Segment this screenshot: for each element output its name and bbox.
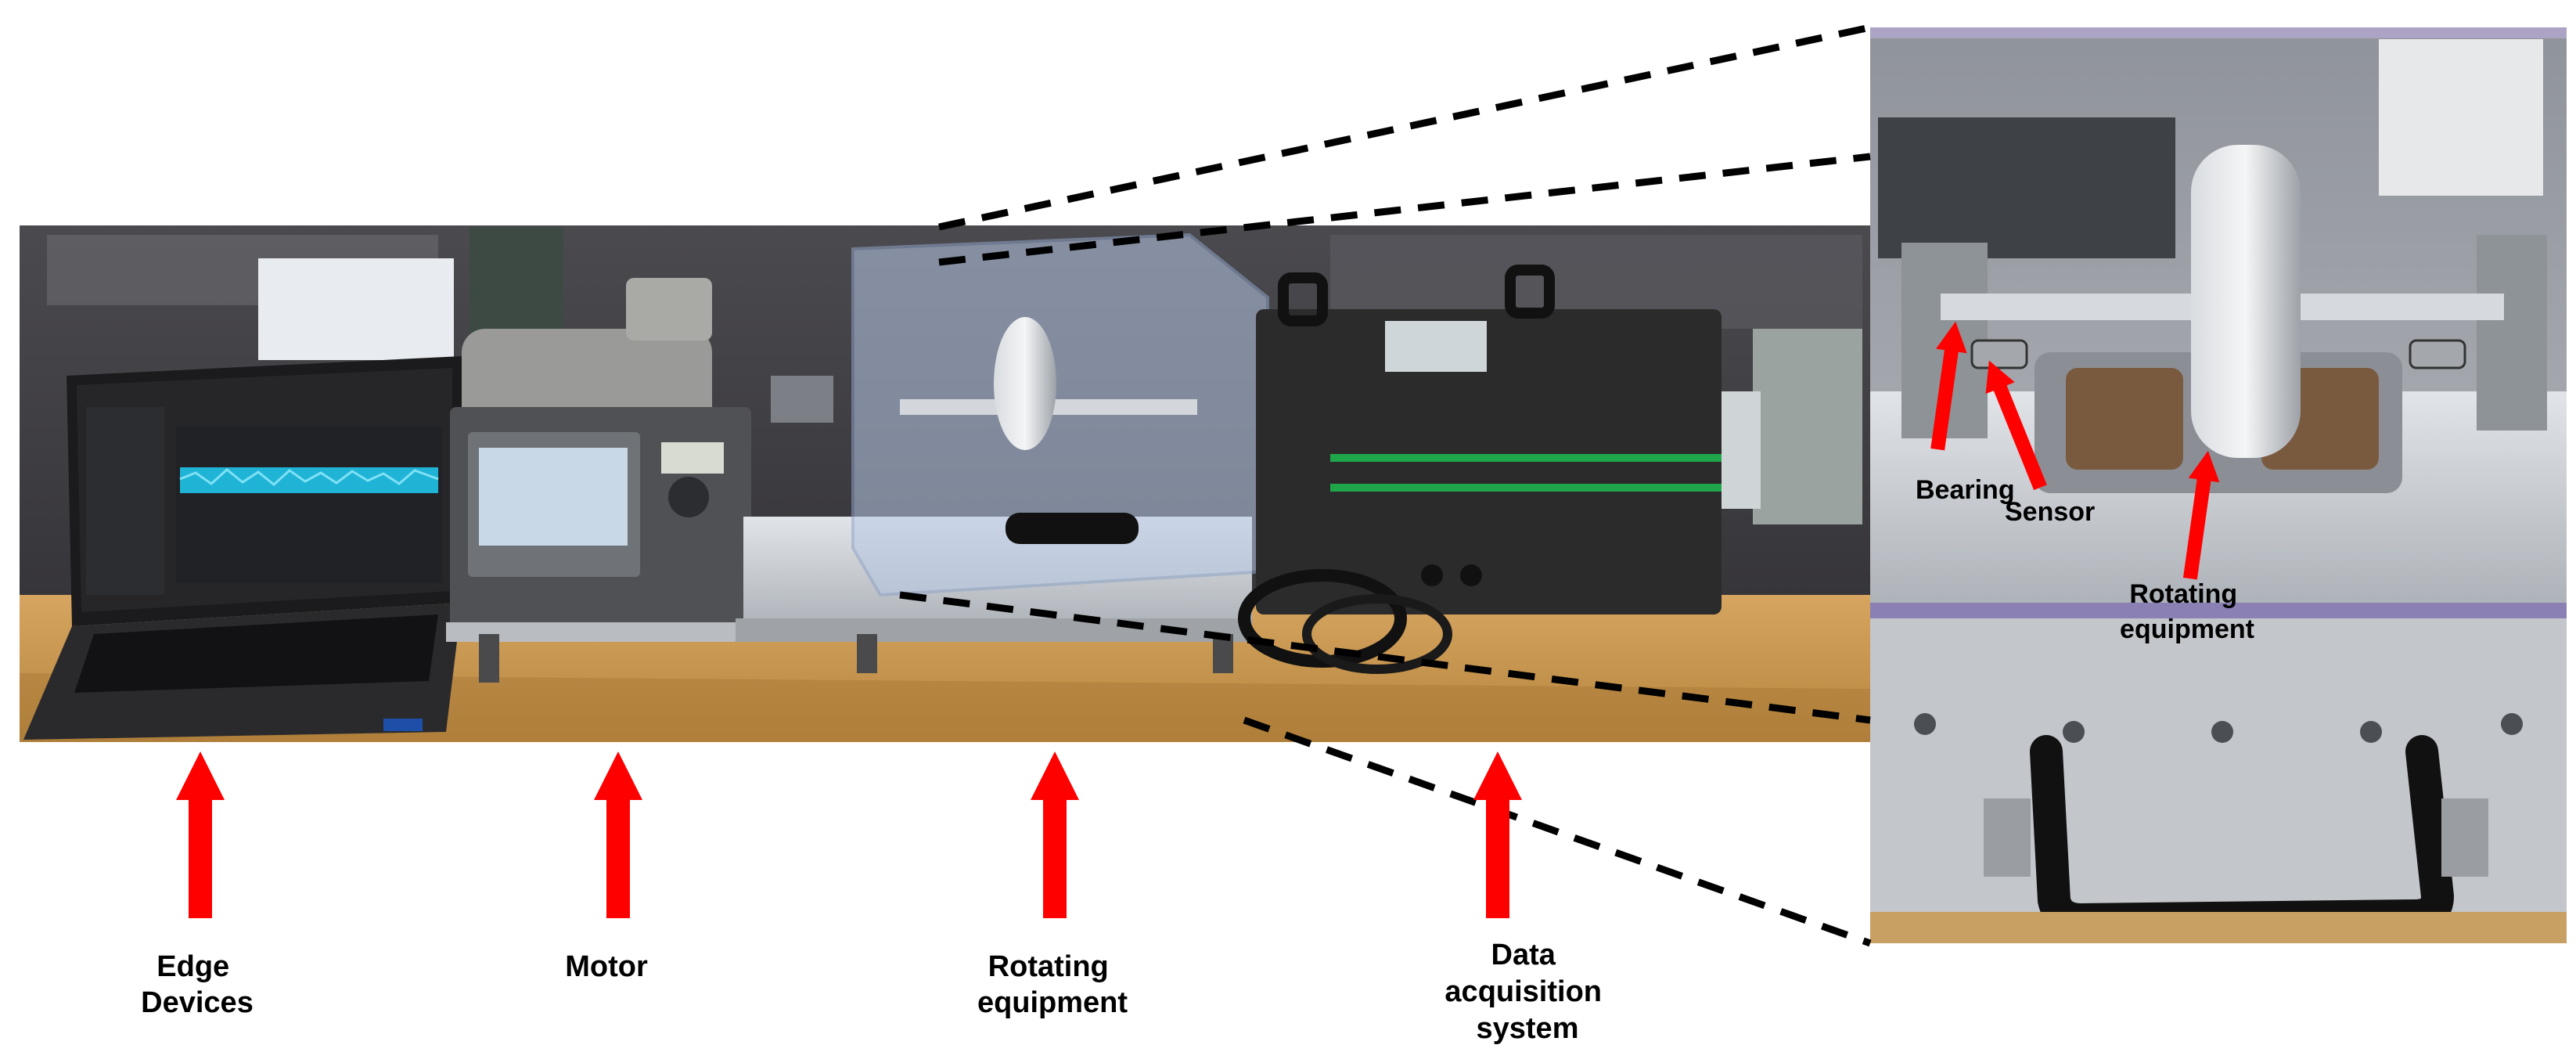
- daq-box: [1238, 265, 1722, 674]
- main-photo: [20, 225, 1870, 742]
- label-data-acquisition: Data acquisition system: [1445, 939, 1610, 1045]
- arrow-rotating-equipment-inset: [2182, 450, 2220, 580]
- label-edge-devices: Edge Devices: [141, 950, 254, 1019]
- label-sensor: Sensor: [2005, 497, 2095, 527]
- arrow-data-acquisition: [1473, 751, 1522, 918]
- label-rotating-equipment-inset: Rotating equipment: [2120, 579, 2254, 644]
- arrow-edge-devices: [176, 751, 225, 918]
- laptop-screen-plot: [176, 427, 442, 583]
- rotating-equipment-rig: [736, 232, 1269, 642]
- laptop: [23, 356, 462, 740]
- arrow-bearing: [1930, 321, 1967, 451]
- label-motor: Motor: [565, 950, 648, 983]
- arrow-rotating-equipment: [1031, 751, 1079, 918]
- arrows-inset: [1930, 321, 2220, 580]
- motor-unit: [446, 278, 775, 642]
- inset-photo: [1870, 27, 2567, 943]
- arrows-main: [176, 751, 1522, 918]
- zoom-lines: [899, 23, 1872, 947]
- label-rotating-equipment: Rotating equipment: [977, 950, 1128, 1019]
- arrow-motor: [594, 751, 642, 918]
- arrow-sensor: [1985, 360, 2047, 491]
- label-bearing: Bearing: [1916, 475, 2015, 505]
- inset-disc: [2191, 145, 2301, 458]
